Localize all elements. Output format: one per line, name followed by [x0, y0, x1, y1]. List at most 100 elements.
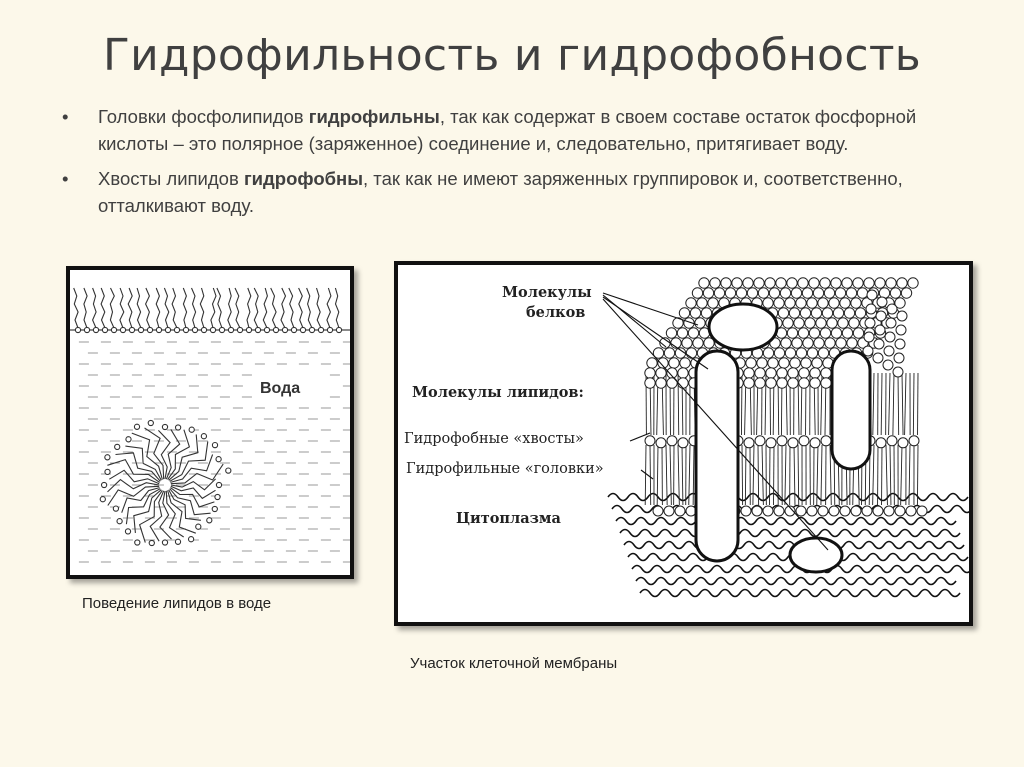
lipid-head — [812, 287, 825, 299]
lipid-head — [883, 345, 895, 357]
bullet-marker: • — [62, 106, 69, 127]
lipid-head — [787, 377, 799, 389]
lipid-tail — [109, 287, 115, 329]
lipid-head — [678, 307, 691, 319]
lipid-head — [110, 326, 118, 334]
lipid-tail — [904, 372, 907, 436]
lipid-head — [804, 317, 816, 329]
lipid-head — [666, 435, 678, 447]
lipid-head — [134, 539, 141, 546]
lipid-head — [743, 437, 755, 449]
lipid-tail — [900, 444, 903, 506]
lipid-tail — [170, 485, 216, 500]
lipid-head — [828, 505, 840, 517]
lipid-head — [687, 327, 700, 339]
bullet-text: Головки фосфолипидов — [98, 106, 309, 127]
lipid-head — [916, 505, 928, 517]
lipid-head — [799, 307, 812, 319]
lipid-head — [215, 456, 222, 463]
lipid-head — [308, 326, 316, 334]
lipid-tail — [115, 452, 161, 482]
lipid-head — [801, 287, 814, 299]
lipid-head — [892, 366, 904, 378]
lipid-head — [101, 326, 109, 334]
lipid-head — [775, 277, 787, 289]
cell-membrane-figure: Молекулы белков Молекулы липидов: Гидроф… — [394, 261, 973, 626]
lipid-tail — [165, 429, 181, 480]
lipid-tail — [298, 287, 304, 329]
lipid-head — [700, 307, 713, 319]
lipid-head — [797, 327, 810, 339]
lipid-head — [335, 326, 343, 334]
lipid-head — [886, 435, 898, 447]
water-label: Вода — [260, 380, 300, 397]
bullet-list: • Головки фосфолипидов гидрофильны, так … — [62, 103, 922, 227]
lipid-head — [850, 297, 862, 309]
lipid-tail — [306, 287, 313, 329]
lipid-head — [646, 357, 658, 369]
lipid-head — [299, 326, 307, 334]
lipid-head — [789, 357, 801, 369]
lipid-tail — [109, 469, 160, 485]
left-figure-caption: Поведение липидов в воде — [82, 595, 272, 612]
lipid-head — [889, 287, 902, 299]
micelle — [99, 419, 232, 547]
lipid-head — [784, 347, 797, 359]
lipid-head — [830, 327, 843, 339]
lipid-head — [104, 454, 111, 461]
lipid-head — [147, 419, 154, 427]
lipid-tail — [149, 490, 165, 542]
lipid-head — [200, 433, 208, 440]
lipid-tail — [158, 430, 171, 480]
lipid-head — [850, 505, 862, 517]
lipid-head — [874, 277, 886, 289]
lipid-head — [191, 326, 199, 334]
cytoplasm-wave — [619, 528, 961, 538]
lipid-head — [863, 277, 875, 289]
lipid-head — [740, 505, 752, 517]
lipid-head — [780, 337, 792, 349]
lipid-head — [820, 367, 832, 379]
protein-left-channel — [694, 349, 740, 563]
lipid-head — [745, 357, 757, 369]
lipid-head — [173, 326, 181, 334]
lipid-head — [161, 539, 169, 546]
cytoplasm-wave — [607, 492, 969, 502]
lipid-head — [896, 310, 908, 322]
lipid-tail — [119, 287, 125, 329]
lipid-head — [128, 326, 136, 334]
lipid-tail — [901, 372, 904, 436]
lipid-head — [813, 337, 825, 349]
lipid-tail — [644, 444, 647, 506]
lipid-tail — [885, 444, 888, 506]
lipid-head — [808, 327, 821, 339]
lipid-tail — [820, 444, 823, 506]
lipid-head — [751, 505, 763, 517]
lipid-head — [820, 377, 832, 389]
lipid-head — [720, 277, 732, 289]
lipid-head — [272, 326, 280, 334]
lipid-head — [674, 347, 687, 359]
lipid-tail — [168, 434, 199, 481]
lipid-head — [691, 287, 704, 299]
lipid-head — [828, 297, 840, 309]
bullet-text: , так как содержат в своем составе остат… — [98, 106, 917, 154]
lipid-tail — [144, 427, 165, 480]
lipid-head — [793, 317, 805, 329]
lipid-head — [707, 297, 719, 309]
lipid-head — [74, 326, 82, 334]
lipid-tail — [288, 287, 295, 329]
lipid-head — [852, 277, 864, 289]
lipid-head — [765, 367, 777, 379]
lipid-head — [907, 277, 919, 289]
lipid-head — [856, 287, 869, 299]
bullet-text: , так как не имеют заряженных группирово… — [98, 168, 903, 216]
lipid-tail — [334, 287, 340, 329]
lipids-label: Молекулы липидов: — [412, 384, 584, 401]
lipid-tail — [872, 444, 875, 506]
lipid-head — [696, 297, 708, 309]
lipid-tail — [165, 490, 185, 538]
lipid-head — [742, 277, 754, 289]
lipid-head — [679, 357, 691, 369]
lipid-head — [724, 287, 737, 299]
